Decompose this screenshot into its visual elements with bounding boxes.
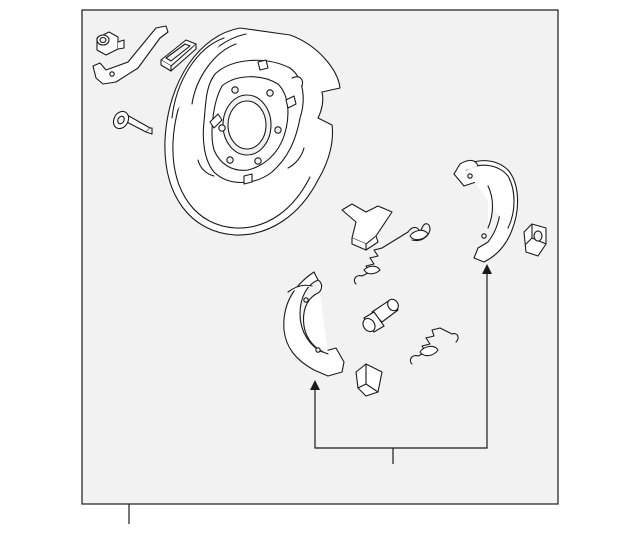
adjuster-plate	[341, 203, 393, 251]
lower-spring	[409, 327, 459, 365]
arrow-rear-shoe	[482, 264, 492, 274]
pivot-bushing	[96, 31, 125, 56]
retainer-clip	[160, 39, 197, 72]
leader-arrows	[310, 264, 492, 390]
arrow-front-shoe	[310, 380, 320, 390]
front-brake-shoe	[283, 271, 345, 377]
adjuster-bracket	[92, 25, 169, 85]
mounting-bolt	[112, 110, 153, 135]
anchor-clip	[523, 223, 547, 257]
rear-brake-shoe	[453, 159, 519, 263]
backing-plate	[164, 27, 341, 236]
upper-spring	[353, 223, 431, 285]
retaining-pin	[355, 363, 383, 397]
adjuster-cylinder	[362, 298, 399, 333]
leader-lines	[314, 272, 488, 464]
leader-front-shoe	[314, 272, 488, 449]
